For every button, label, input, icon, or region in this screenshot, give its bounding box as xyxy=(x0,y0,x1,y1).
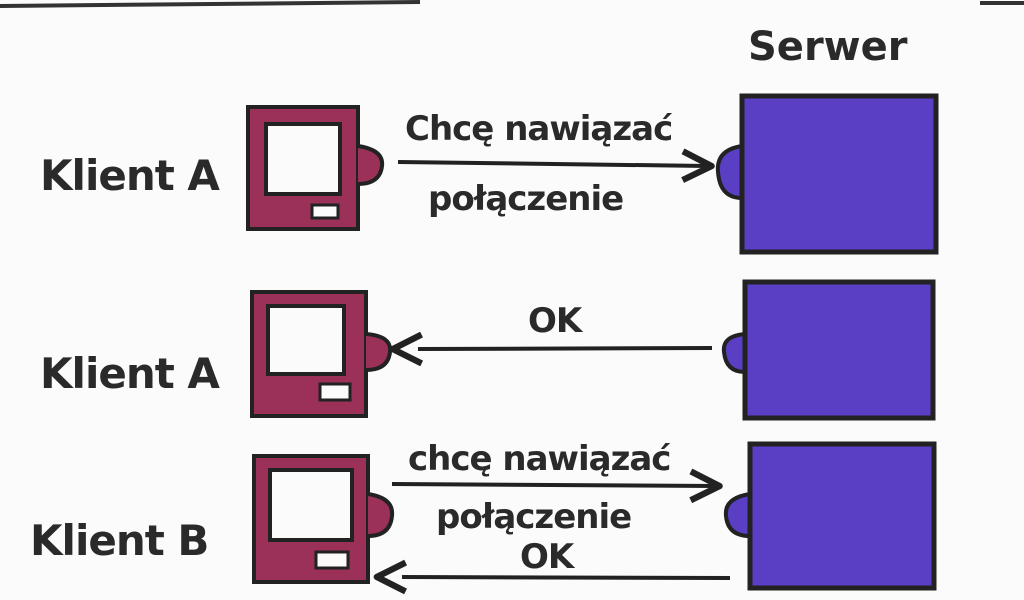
message-top-row1: Chcę nawiązać xyxy=(405,109,672,149)
message-bottom-row3: połączenie xyxy=(436,497,631,537)
server-icon-row2 xyxy=(721,279,936,421)
arrow-request-row3 xyxy=(391,468,723,504)
server-title: Serwer xyxy=(748,24,908,70)
message-top-row3: chcę nawiązać xyxy=(408,439,670,479)
top-edge-line xyxy=(0,0,421,8)
server-icon-row1 xyxy=(715,93,939,255)
server-icon-row3 xyxy=(723,441,937,591)
client-label-row1: Klient A xyxy=(40,151,220,200)
client-computer-icon-row3 xyxy=(252,454,395,584)
client-computer-icon-row2 xyxy=(250,290,393,418)
client-label-row2: Klient A xyxy=(40,349,220,398)
client-computer-icon-row1 xyxy=(246,105,385,231)
arrow-reply-row3 xyxy=(373,559,731,595)
arrow-request-row1 xyxy=(397,148,715,183)
message-ok-row2: OK xyxy=(528,301,584,341)
message-ok-row3: OK xyxy=(520,537,576,577)
arrow-reply-row2 xyxy=(389,331,713,367)
message-bottom-row1: połączenie xyxy=(428,179,623,219)
client-label-row3: Klient B xyxy=(30,516,208,565)
